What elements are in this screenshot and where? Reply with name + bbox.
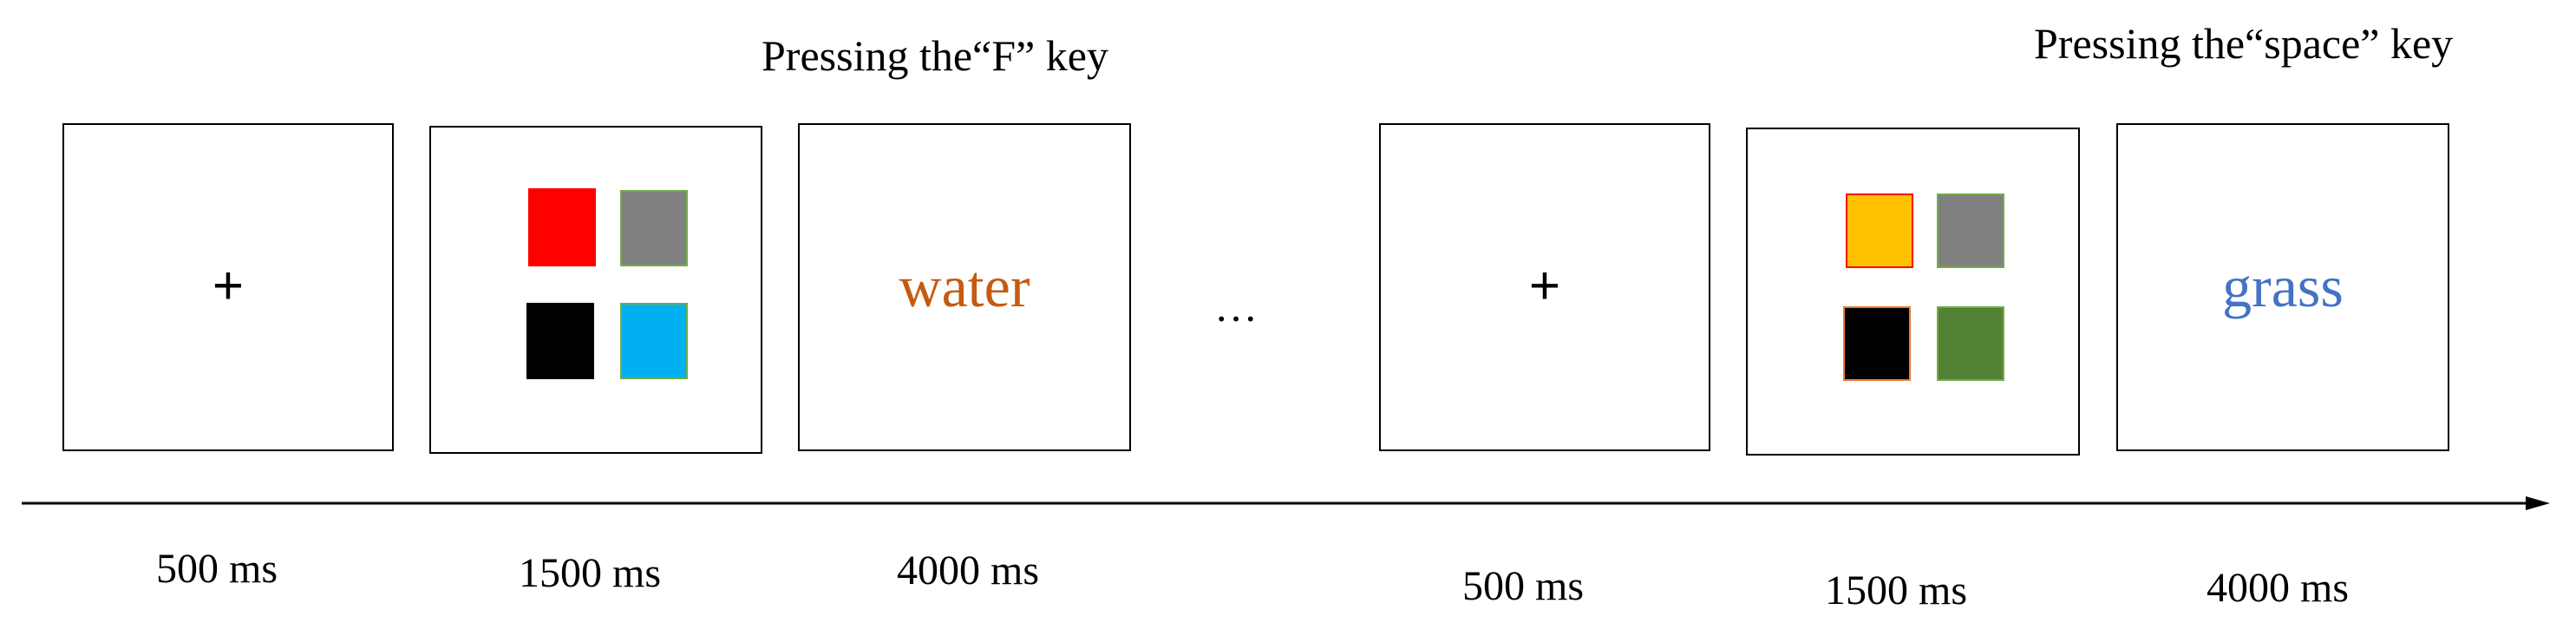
press-space-annotation: Pressing the“space” key	[2034, 19, 2454, 68]
fixation-screen-2: +	[1379, 123, 1710, 451]
color-square-top-left	[528, 188, 596, 266]
color-square-bottom-right	[1937, 306, 2004, 381]
color-squares-screen-2	[1746, 128, 2080, 456]
press-f-annotation: Pressing the“F” key	[762, 31, 1108, 80]
stimulus-word: grass	[2222, 253, 2344, 319]
stimulus-word: water	[899, 253, 1030, 319]
fixation-screen-1: +	[62, 123, 394, 451]
word-screen-2: grass	[2116, 123, 2449, 451]
color-square-bottom-right	[620, 303, 688, 379]
timing-label: 4000 ms	[2206, 565, 2349, 611]
timing-label: 1500 ms	[1824, 567, 1967, 613]
timing-label: 4000 ms	[896, 548, 1039, 593]
word-screen-1: water	[798, 123, 1131, 451]
fixation-cross: +	[212, 256, 245, 316]
color-square-bottom-left	[526, 303, 594, 379]
timing-label: 500 ms	[155, 546, 278, 592]
fixation-cross: +	[1528, 256, 1561, 316]
color-square-top-left	[1846, 193, 1913, 268]
color-square-top-right	[620, 190, 688, 266]
timing-label: 500 ms	[1461, 563, 1584, 609]
color-squares-screen-1	[429, 126, 762, 454]
color-square-top-right	[1937, 193, 2004, 268]
ellipsis: …	[1214, 282, 1258, 331]
timing-label: 1500 ms	[518, 550, 661, 596]
timeline-arrow	[22, 496, 2550, 510]
color-square-bottom-left	[1843, 306, 1911, 381]
